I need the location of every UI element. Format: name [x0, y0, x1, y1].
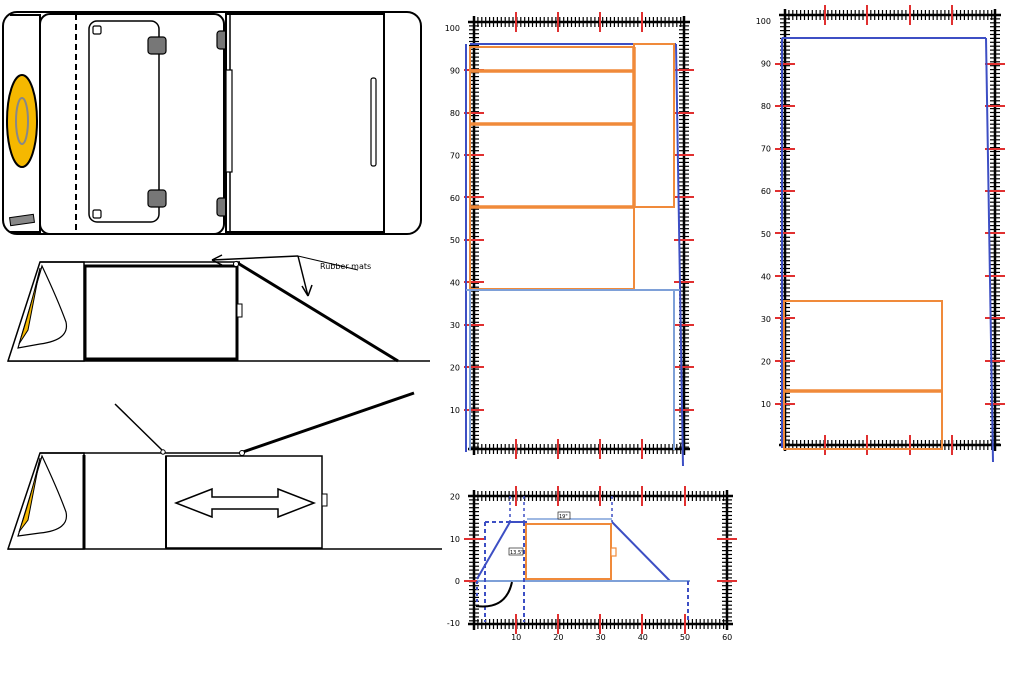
y-tick-label: 0	[455, 577, 460, 586]
y-tick-label: 20	[450, 493, 460, 502]
x-tick-label: 10	[511, 633, 521, 642]
grid-bottom-frame: 20 10 0 -10 10 20 30 40 50 60	[447, 486, 737, 642]
x-tick-label: 50	[680, 633, 690, 642]
y-tick-label: 60	[450, 194, 460, 203]
license-plate	[8, 213, 36, 227]
y-tick-label: 40	[450, 279, 460, 288]
x-tick-label: 60	[722, 633, 732, 642]
y-tick-label: 70	[761, 145, 771, 154]
y-tick-label: 50	[761, 230, 771, 239]
y-tick-label: 50	[450, 236, 460, 245]
y-tick-label: 30	[450, 321, 460, 330]
support-pole	[114, 403, 165, 453]
y-tick-label: 30	[761, 315, 771, 324]
window-outline	[88, 20, 160, 223]
dim-19-label: 19"	[559, 514, 568, 520]
y-tick-label: 10	[450, 535, 460, 544]
bed-panel-right	[225, 13, 385, 233]
y-tick-label: 80	[761, 102, 771, 111]
dim-13-5-label: 13.5"	[510, 550, 523, 556]
y-tick-label: 100	[756, 17, 771, 26]
grid-bottom-content: 19" 13.5"	[475, 496, 690, 622]
handle-icon	[370, 77, 377, 167]
tail-light-icon	[6, 74, 38, 168]
y-tick-label: 10	[761, 400, 771, 409]
y-tick-label: 100	[445, 24, 460, 33]
y-tick-label: 80	[450, 109, 460, 118]
y-tick-label: 20	[450, 364, 460, 373]
truck-side-view-ramp: Rubber mats	[6, 254, 430, 363]
cargo-box	[83, 264, 239, 361]
y-tick-label: 40	[761, 272, 771, 281]
x-tick-label: 30	[596, 633, 606, 642]
y-tick-label: 90	[761, 60, 771, 69]
double-arrow-icon	[173, 487, 317, 519]
x-tick-label: 20	[553, 633, 563, 642]
ramp-line	[235, 260, 399, 363]
x-tick-label: 40	[638, 633, 648, 642]
y-tick-label: 10	[450, 406, 460, 415]
y-tick-label: 20	[761, 357, 771, 366]
truck-top-view	[2, 11, 422, 235]
rubber-mats-label: Rubber mats	[320, 262, 371, 271]
arrow-icon	[211, 255, 299, 261]
grid-right-frame: 100 90 80 70 60 50 40 30 20 10	[756, 5, 1005, 455]
truck-side-view-slide	[6, 391, 442, 550]
y-tick-label: 70	[450, 151, 460, 160]
y-tick-label: 90	[450, 66, 460, 75]
hinge-icon	[147, 189, 167, 208]
grid-left-content	[465, 43, 684, 467]
grid-left-frame: 100 90 80 70 60 50 40 30 20 10	[445, 12, 694, 459]
arrow-icon	[297, 255, 309, 297]
y-tick-label: 60	[761, 187, 771, 196]
open-lid	[239, 391, 415, 455]
box-cross-section	[525, 523, 612, 580]
y-tick-label: -10	[447, 619, 460, 628]
orange-panel	[469, 46, 635, 290]
hinge-icon	[147, 36, 167, 55]
grid-right-content	[781, 37, 994, 463]
